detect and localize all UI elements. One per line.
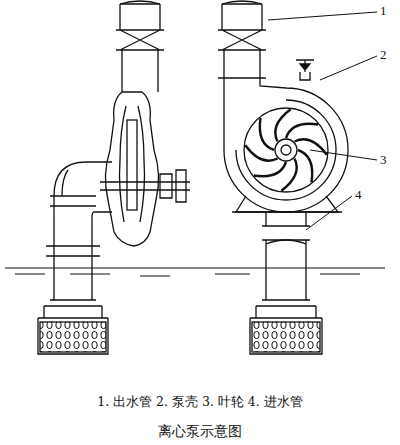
impeller-vane: [294, 139, 326, 154]
callout-number: 4: [354, 188, 363, 202]
impeller-vane: [286, 124, 318, 138]
inlet-pipe: [250, 212, 322, 354]
impeller-vane: [275, 109, 290, 141]
inlet-pipe-side: [38, 162, 112, 354]
water-surface: [5, 268, 385, 276]
impeller-vane: [254, 162, 286, 176]
leader-line: [268, 12, 377, 230]
outlet-pipe: [218, 1, 266, 78]
impeller: [244, 108, 328, 192]
impeller-vane: [298, 150, 312, 182]
callout-number: 2: [379, 48, 388, 62]
pump-base: [232, 196, 342, 212]
impeller-vane: [260, 118, 274, 150]
volute-casing: [224, 60, 348, 212]
title: 离心泵示意图: [158, 424, 242, 439]
callout-number: 3: [379, 153, 388, 167]
caption: 1. 出水管 2. 泵壳 3. 叶轮 4. 进水管: [97, 395, 303, 409]
impeller-vane: [281, 158, 296, 190]
outlet-pipe-side: [116, 1, 164, 92]
impeller-vane: [245, 145, 277, 160]
callout-number: 1: [379, 4, 388, 18]
pump-casing-side: [100, 92, 190, 246]
